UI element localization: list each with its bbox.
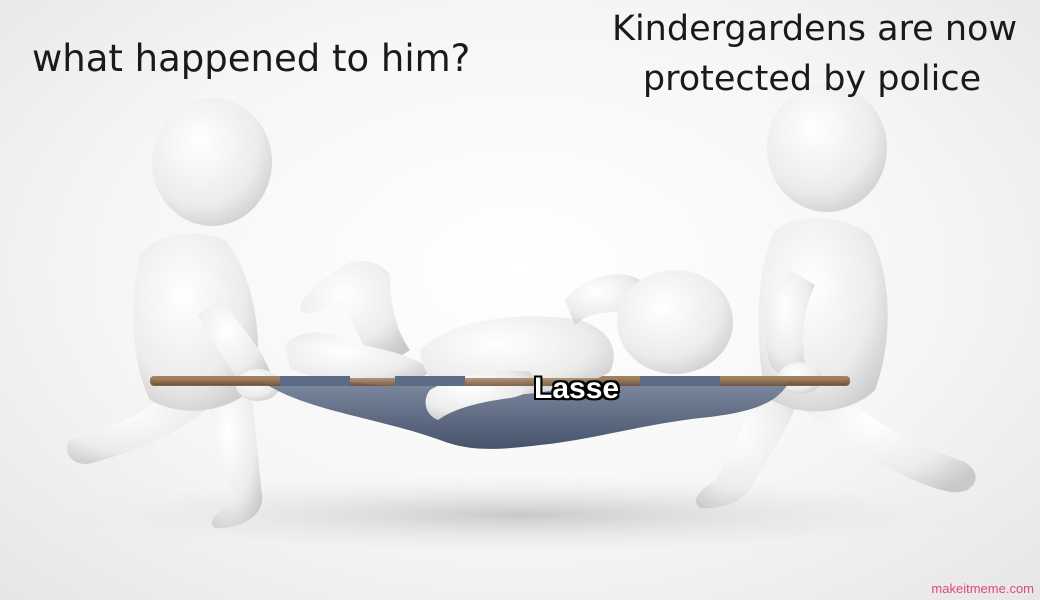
right-figure-caption: Kindergardens are now protected by polic… <box>612 4 1018 104</box>
right-carrier-figure <box>695 84 976 509</box>
stretcher-fabric <box>260 380 790 449</box>
left-figure-caption: what happened to him? <box>32 37 471 80</box>
patient-figure <box>285 261 733 420</box>
left-carrier-figure <box>66 98 280 529</box>
stretcher-pole-front <box>150 378 850 386</box>
floor-shadow <box>50 475 990 555</box>
watermark: makeitmeme.com <box>931 581 1034 596</box>
right-caption-line-1: Kindergardens are now <box>612 9 1018 49</box>
patient-label: Lasse <box>534 372 620 405</box>
right-caption-line-2: protected by police <box>642 59 982 99</box>
